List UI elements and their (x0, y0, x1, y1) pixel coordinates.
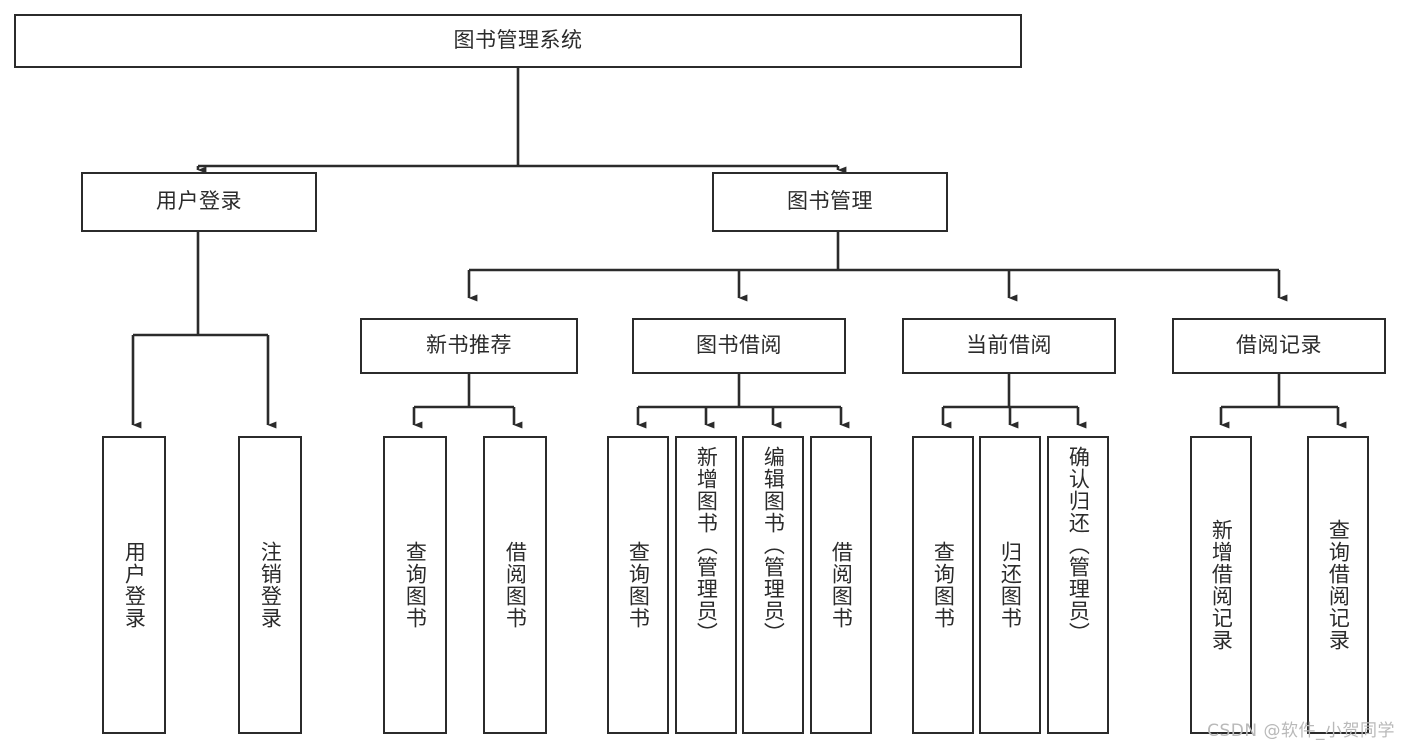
node-leaf-query-borrow-record[interactable]: 查询借阅记录 (1307, 436, 1369, 734)
node-label: 借阅图书 (829, 541, 854, 629)
node-label: 新增图书（管理员） (694, 446, 719, 644)
node-leaf-user-login[interactable]: 用户登录 (102, 436, 166, 734)
node-borrow-record[interactable]: 借阅记录 (1172, 318, 1386, 374)
node-label: 查询图书 (403, 541, 428, 629)
node-label: 图书管理 (787, 189, 873, 214)
node-label: 查询图书 (626, 541, 651, 629)
node-leaf-query-book-2[interactable]: 查询图书 (607, 436, 669, 734)
node-label: 借阅图书 (503, 541, 528, 629)
node-label: 新增借阅记录 (1209, 519, 1234, 651)
node-user-login[interactable]: 用户登录 (81, 172, 317, 232)
node-leaf-query-book-1[interactable]: 查询图书 (383, 436, 447, 734)
node-label: 查询借阅记录 (1326, 519, 1351, 651)
node-book-management[interactable]: 图书管理 (712, 172, 948, 232)
node-leaf-add-borrow-record[interactable]: 新增借阅记录 (1190, 436, 1252, 734)
node-label: 注销登录 (258, 541, 283, 629)
node-book-borrow[interactable]: 图书借阅 (632, 318, 846, 374)
node-new-book-recommend[interactable]: 新书推荐 (360, 318, 578, 374)
node-leaf-confirm-return[interactable]: 确认归还（管理员） (1047, 436, 1109, 734)
node-leaf-borrow-book-1[interactable]: 借阅图书 (483, 436, 547, 734)
node-label: 图书管理系统 (453, 28, 583, 53)
node-label: 图书借阅 (696, 333, 782, 358)
node-label: 确认归还（管理员） (1066, 446, 1091, 644)
node-label: 查询图书 (931, 541, 956, 629)
node-leaf-edit-book[interactable]: 编辑图书（管理员） (742, 436, 804, 734)
node-current-borrow[interactable]: 当前借阅 (902, 318, 1116, 374)
node-root-book-management-system[interactable]: 图书管理系统 (14, 14, 1022, 68)
node-label: 借阅记录 (1236, 333, 1322, 358)
node-leaf-add-book[interactable]: 新增图书（管理员） (675, 436, 737, 734)
node-leaf-borrow-book-2[interactable]: 借阅图书 (810, 436, 872, 734)
node-leaf-query-book-3[interactable]: 查询图书 (912, 436, 974, 734)
node-label: 编辑图书（管理员） (761, 446, 786, 644)
node-leaf-logout-login[interactable]: 注销登录 (238, 436, 302, 734)
node-leaf-return-book[interactable]: 归还图书 (979, 436, 1041, 734)
node-label: 新书推荐 (426, 333, 512, 358)
node-label: 用户登录 (156, 189, 242, 214)
node-label: 用户登录 (122, 541, 147, 629)
node-label: 当前借阅 (966, 333, 1052, 358)
watermark-text: CSDN @软件_小贺同学 (1207, 721, 1395, 741)
node-label: 归还图书 (998, 541, 1023, 629)
